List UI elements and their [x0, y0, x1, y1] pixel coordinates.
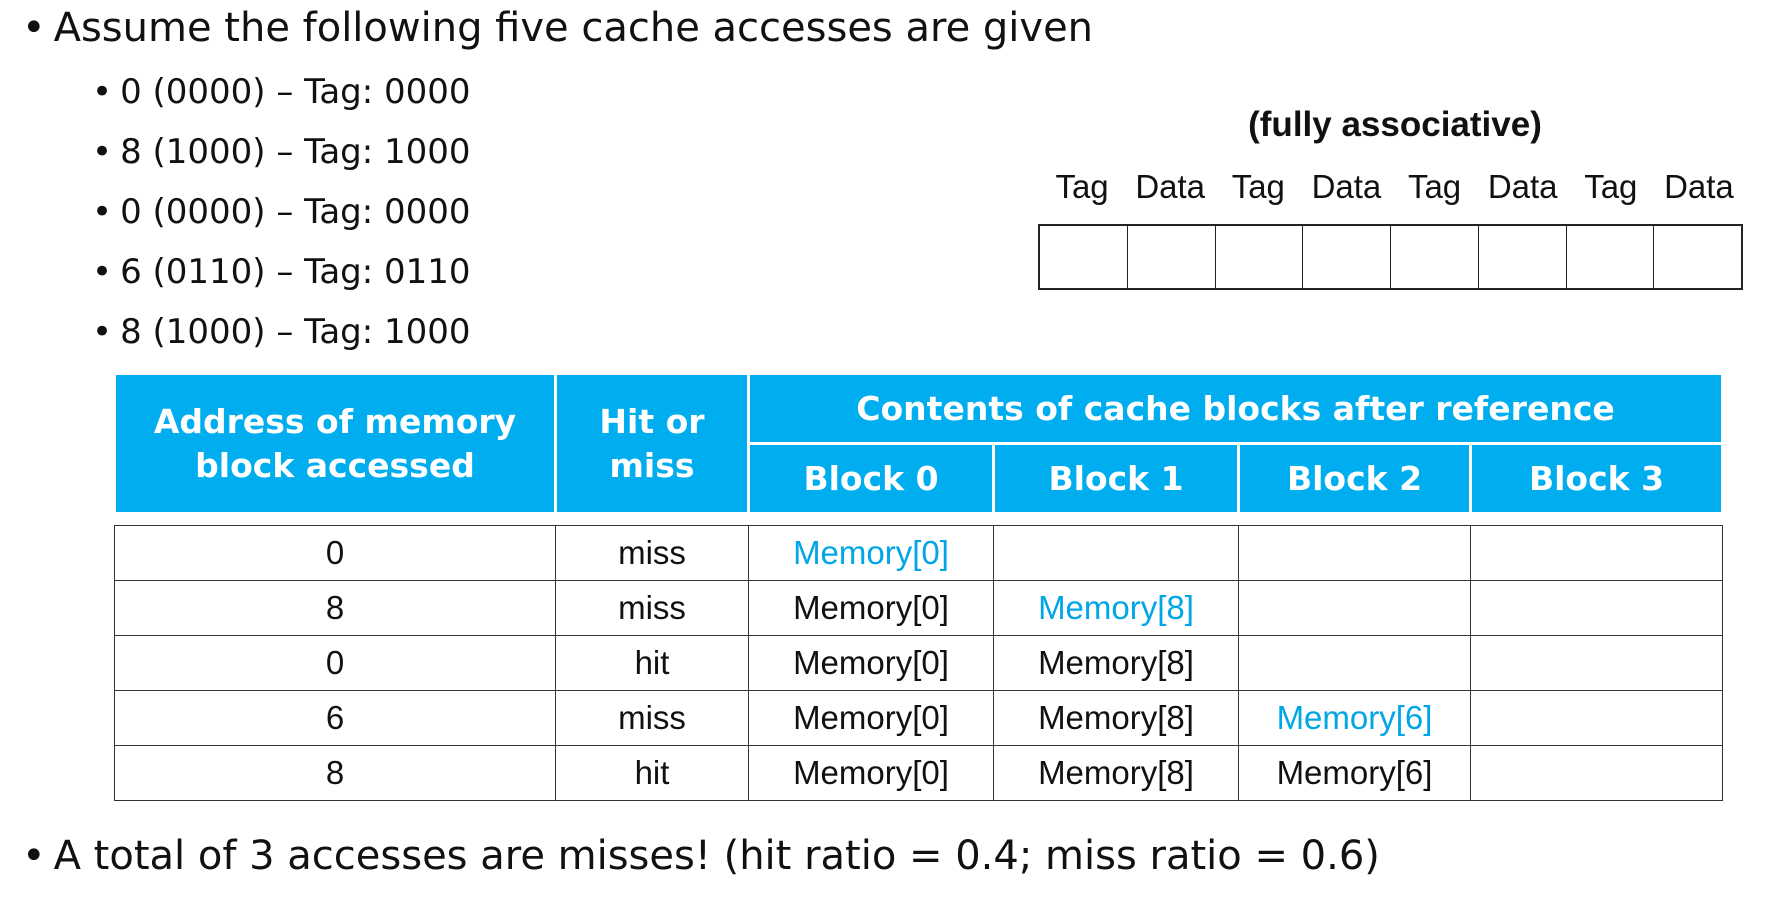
data-label: Data [1135, 168, 1206, 205]
block-cell: Memory[8] [993, 690, 1239, 746]
block-cell: Memory[0] [748, 580, 994, 636]
data-label: Data [1311, 168, 1382, 205]
block-cell: Memory[0] [748, 635, 994, 691]
block-cell: Memory[8] [993, 635, 1239, 691]
hit-miss-cell: hit [555, 635, 749, 691]
header-block-1: Block 1 [992, 442, 1240, 515]
block-cell [1469, 525, 1724, 581]
block-cell [1238, 635, 1471, 691]
cache-cell [1128, 226, 1216, 288]
hit-miss-cell: miss [555, 580, 749, 636]
address-cell: 8 [114, 580, 556, 636]
address-cell: 0 [114, 525, 556, 581]
address-cell: 0 [114, 635, 556, 691]
header-block-2: Block 2 [1237, 442, 1472, 515]
hit-miss-cell: miss [555, 690, 749, 746]
cache-cell [1391, 226, 1479, 288]
block-cell [1469, 580, 1724, 636]
header-hit-or-miss: Hit or miss [554, 372, 750, 515]
bullet-dot: • [22, 833, 46, 879]
cache-cell [1303, 226, 1391, 288]
intro-bullet: •Assume the following five cache accesse… [22, 4, 1093, 52]
access-item: •8 (1000) – Tag: 1000 [92, 132, 471, 172]
diagram-labels: Tag Data Tag Data Tag Data Tag Data [1038, 168, 1743, 206]
cache-table: Address of memory block accessed Hit or … [113, 372, 1725, 801]
block-cell [1469, 745, 1724, 801]
diagram-title: (fully associative) [1248, 105, 1542, 144]
cache-cell [1567, 226, 1655, 288]
block-cell: Memory[6] [1238, 745, 1471, 801]
hit-miss-cell: miss [555, 525, 749, 581]
block-cell: Memory[0] [748, 745, 994, 801]
tag-label: Tag [1231, 168, 1285, 205]
cache-cell [1216, 226, 1304, 288]
block-cell: Memory[8] [993, 745, 1239, 801]
header-block-3: Block 3 [1468, 442, 1725, 515]
data-label: Data [1487, 168, 1558, 205]
access-item: •6 (0110) – Tag: 0110 [92, 252, 471, 292]
tag-label: Tag [1055, 168, 1109, 205]
cache-cell [1479, 226, 1567, 288]
header-contents: Contents of cache blocks after reference [746, 372, 1725, 445]
hit-miss-cell: hit [555, 745, 749, 801]
block-cell [1238, 525, 1471, 581]
block-cell [993, 525, 1239, 581]
block-cell [1469, 690, 1724, 746]
conclusion-bullet: •A total of 3 accesses are misses! (hit … [22, 832, 1380, 880]
block-cell [1469, 635, 1724, 691]
header-address: Address of memory block accessed [113, 372, 557, 515]
block-cell: Memory[6] [1238, 690, 1471, 746]
cache-diagram-boxes [1038, 224, 1743, 290]
block-cell: Memory[0] [748, 690, 994, 746]
cache-cell [1654, 226, 1741, 288]
block-cell [1238, 580, 1471, 636]
header-block-0: Block 0 [747, 442, 995, 515]
data-label: Data [1664, 168, 1734, 205]
intro-text: Assume the following five cache accesses… [53, 5, 1094, 51]
block-cell: Memory[8] [993, 580, 1239, 636]
bullet-dot: • [22, 5, 46, 51]
conclusion-text: A total of 3 accesses are misses! (hit r… [53, 833, 1380, 879]
block-cell: Memory[0] [748, 525, 994, 581]
access-item: •8 (1000) – Tag: 1000 [92, 312, 471, 352]
address-cell: 8 [114, 745, 556, 801]
access-item: •0 (0000) – Tag: 0000 [92, 192, 471, 232]
access-item: •0 (0000) – Tag: 0000 [92, 72, 471, 112]
cache-cell [1040, 226, 1128, 288]
address-cell: 6 [114, 690, 556, 746]
tag-label: Tag [1584, 168, 1638, 205]
tag-label: Tag [1407, 168, 1462, 205]
